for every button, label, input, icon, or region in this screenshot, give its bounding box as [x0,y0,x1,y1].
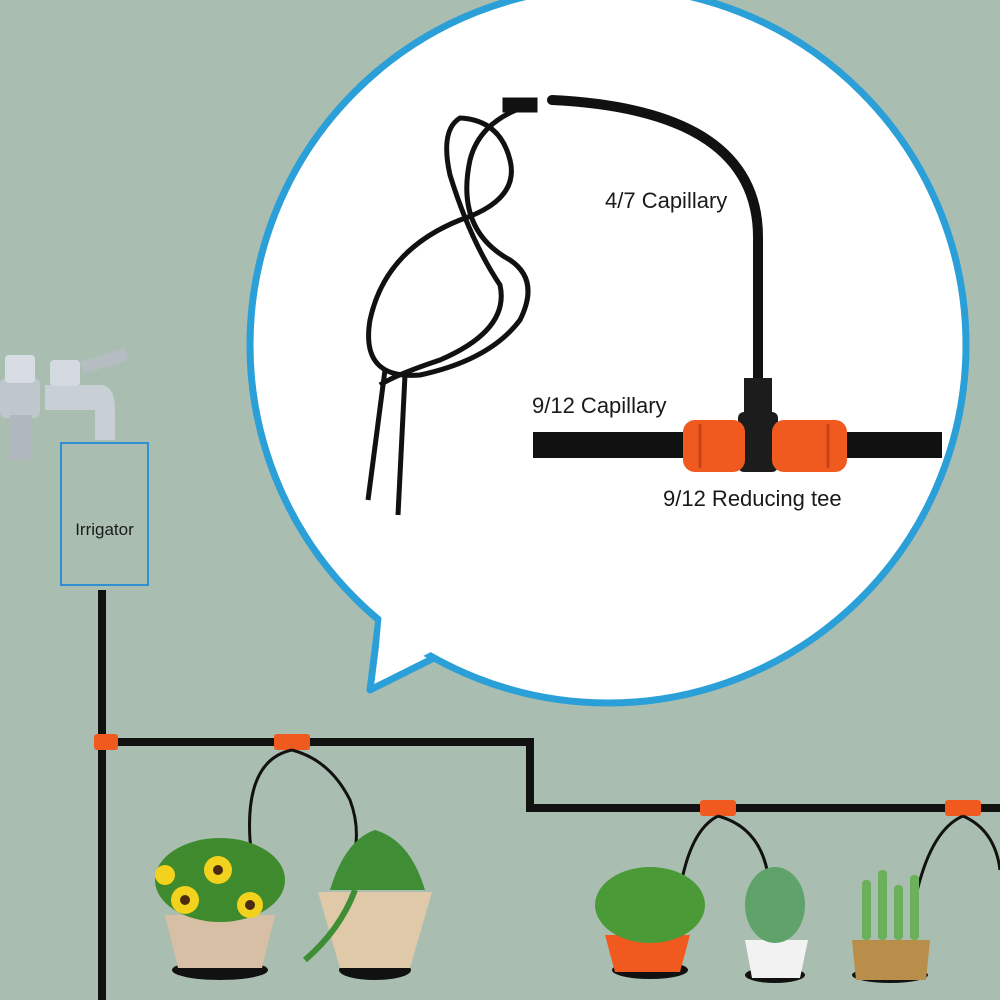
main-pipeline [98,590,1000,1000]
flower-pot-icon [155,830,930,983]
irrigator-label: Irrigator [75,520,134,539]
capillary-912-label: 9/12 Capillary [532,393,667,418]
reducing-tee-label: 9/12 Reducing tee [663,486,842,511]
capillary-912-pipe [533,432,942,458]
water-faucet-icon [0,348,128,460]
reducing-tee-icon [683,378,847,472]
pipe-connectors [94,734,981,816]
zoom-bubble [246,0,970,707]
capillary-47-pipe [547,95,764,385]
drip-stake-icon [365,97,538,516]
capillary-47-label: 4/7 Capillary [605,188,728,213]
irrigator-box: Irrigator [60,442,149,586]
